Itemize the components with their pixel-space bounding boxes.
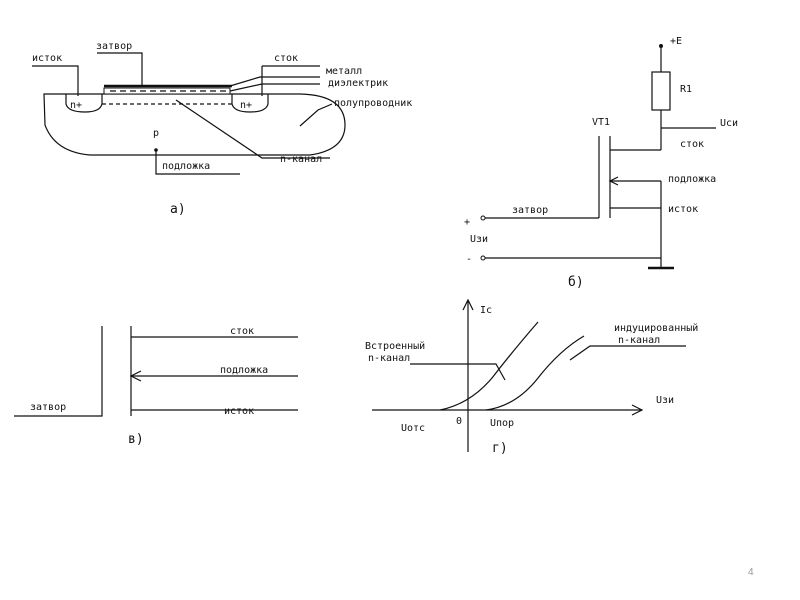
circuit-diagram: +E R1 Uси VT1 сток подложка исток затвор… bbox=[464, 36, 738, 290]
caption-a: а) bbox=[170, 202, 186, 217]
symbol-gate-line bbox=[14, 326, 103, 417]
source-label: исток bbox=[32, 53, 62, 64]
source-lead bbox=[32, 65, 79, 96]
metal-label: металл bbox=[326, 66, 362, 77]
y-axis-arrow bbox=[462, 298, 474, 311]
n-channel-pointer bbox=[175, 99, 330, 159]
drain-label-b: сток bbox=[680, 139, 704, 150]
symbol-substrate-label: подложка bbox=[220, 365, 268, 376]
built-in-label: Встроенный bbox=[365, 340, 425, 352]
induced-channel-label: n-канал bbox=[618, 335, 660, 346]
input-voltage-label: Uзи bbox=[470, 234, 488, 245]
caption-b: б) bbox=[568, 275, 584, 290]
x-axis-arrow bbox=[631, 404, 644, 416]
vt1-label: VT1 bbox=[592, 117, 610, 128]
induced-pointer bbox=[569, 345, 686, 361]
n-plus-right-region bbox=[231, 94, 269, 113]
substrate-label-b: подложка bbox=[668, 174, 716, 185]
substrate-lead bbox=[155, 150, 240, 175]
semiconductor-body bbox=[43, 93, 346, 156]
supply-label: +E bbox=[670, 36, 682, 47]
substrate-label: подложка bbox=[162, 161, 210, 172]
supply-terminal bbox=[659, 44, 663, 48]
dielectric-label: диэлектрик bbox=[328, 78, 388, 89]
plus-label: + bbox=[464, 217, 470, 228]
n-plus-right-label: n+ bbox=[240, 100, 252, 111]
transfer-characteristics: Ic Uзи 0 Uотс Uпор Встроенный n-канал ин… bbox=[365, 298, 698, 456]
r1-label: R1 bbox=[680, 84, 692, 95]
negative-terminal bbox=[480, 255, 486, 261]
built-in-pointer bbox=[410, 363, 506, 381]
symbol-source-label: исток bbox=[224, 406, 254, 417]
metal-pointer bbox=[229, 76, 320, 87]
resistor-r1 bbox=[651, 71, 671, 111]
semiconductor-label: полупроводник bbox=[334, 98, 412, 109]
gate-label: затвор bbox=[96, 41, 132, 52]
symbol-substrate-arrow bbox=[129, 370, 142, 382]
built-in-channel-curve bbox=[439, 321, 539, 411]
gate-lead bbox=[97, 52, 143, 86]
gate-label-b: затвор bbox=[512, 205, 548, 216]
p-type-label: p bbox=[153, 128, 159, 139]
semiconductor-pointer bbox=[299, 103, 333, 127]
induced-channel-curve bbox=[485, 335, 585, 411]
symbol-gate-label: затвор bbox=[30, 402, 66, 413]
source-label-b: исток bbox=[668, 204, 698, 215]
mosfet-cross-section: исток затвор сток металл диэлектрик полу… bbox=[32, 41, 412, 217]
symbol-drain-label: сток bbox=[230, 326, 254, 337]
output-voltage-label: Uси bbox=[720, 118, 738, 129]
built-in-channel-label: n-канал bbox=[368, 353, 410, 364]
drain-label: сток bbox=[274, 53, 298, 64]
caption-g: г) bbox=[492, 441, 508, 456]
page-number: 4 bbox=[748, 567, 754, 578]
origin-label: 0 bbox=[456, 416, 462, 427]
gate-input-terminal bbox=[480, 215, 486, 221]
n-channel-label: n-канал bbox=[280, 154, 322, 165]
cutoff-voltage-label: Uотс bbox=[401, 423, 425, 434]
threshold-voltage-label: Uпор bbox=[490, 418, 514, 429]
transistor-symbol: затвор сток подложка исток в) bbox=[14, 326, 298, 447]
minus-label: - bbox=[466, 254, 472, 265]
induced-label: индуцированный bbox=[614, 322, 698, 334]
y-axis-label: Ic bbox=[480, 305, 492, 316]
dielectric-pointer bbox=[229, 83, 320, 92]
x-axis-label: Uзи bbox=[656, 395, 674, 406]
substrate-arrow bbox=[608, 176, 619, 186]
n-plus-left-region bbox=[65, 94, 103, 113]
caption-v: в) bbox=[128, 432, 144, 447]
n-plus-left-label: n+ bbox=[70, 100, 82, 111]
